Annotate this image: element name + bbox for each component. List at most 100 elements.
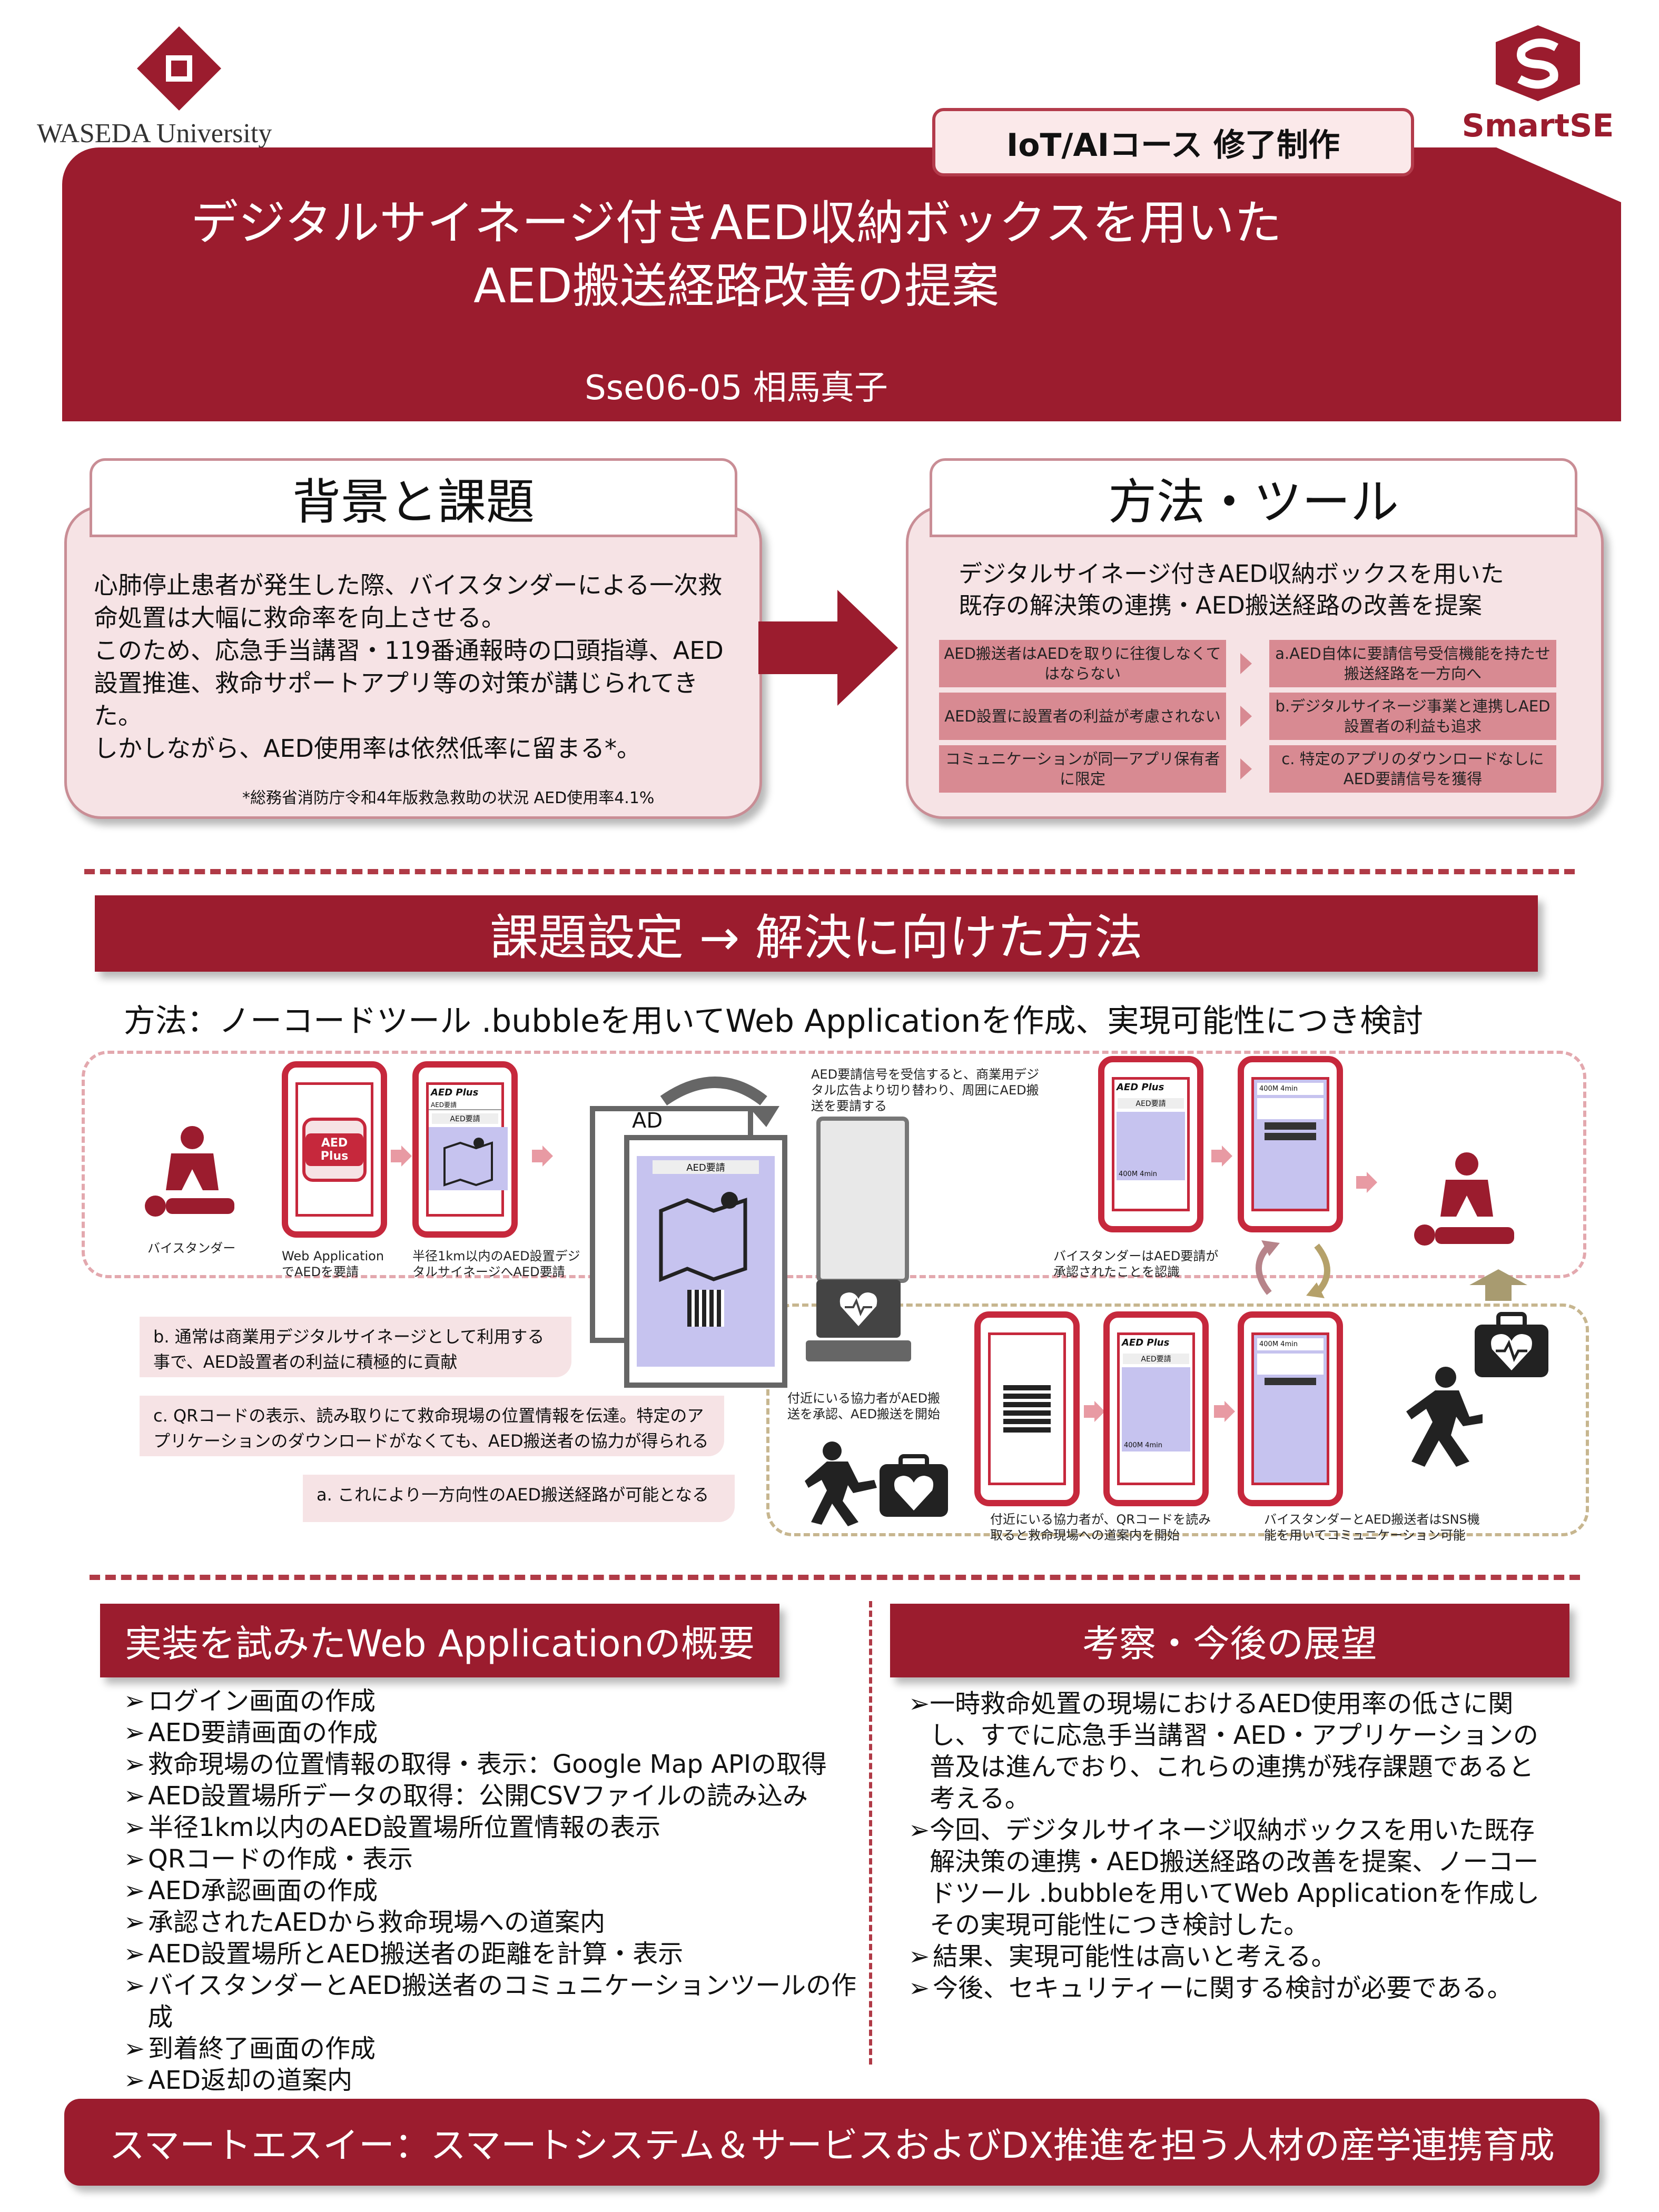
phone-chat-carrier: 400M 4min	[1238, 1311, 1343, 1506]
issue-section-heading: 課題設定 → 解決に向けた方法	[95, 895, 1538, 972]
distance: 400M	[1259, 1340, 1279, 1348]
aed-heart-icon	[840, 1292, 877, 1326]
implementation-item: ➢救命現場の位置情報の取得・表示：Google Map APIの取得	[124, 1749, 872, 1780]
ad-panel-front: AED要請	[624, 1135, 787, 1388]
arrow-bullet-icon: ➢	[124, 1781, 145, 1811]
course-label: IoT/AIコース 修了制作	[932, 108, 1414, 176]
discussion-item-text: 一時救命処置の現場におけるAED使用率の低さに関し、すでに応急手当講習・AED・…	[930, 1689, 1538, 1813]
arrow-bullet-icon: ➢	[124, 1686, 145, 1716]
aed-plus-logo: AED Plus	[302, 1117, 367, 1182]
phone-request-map: AED Plus AED要請 AED要請	[412, 1061, 518, 1238]
small-arrow-icon	[1084, 1401, 1105, 1422]
implementation-item: ➢AED設置場所とAED搬送者の距離を計算・表示	[124, 1938, 872, 1970]
implementation-item-text: 半径1km以内のAED設置場所位置情報の表示	[148, 1813, 661, 1842]
time: 4min	[1145, 1441, 1162, 1449]
section-divider	[84, 869, 1575, 874]
screen-title: AED要請	[432, 1113, 498, 1124]
arrow-bullet-icon: ➢	[908, 1815, 930, 1845]
implementation-item: ➢ログイン画面の作成	[124, 1685, 872, 1717]
map-icon	[659, 1192, 747, 1282]
map-icon	[429, 1127, 508, 1190]
ad-label: AD	[632, 1109, 663, 1133]
discussion-item: ➢今回、デジタルサイネージ収納ボックスを用いた既存解決策の連携・AED搬送経路の…	[908, 1814, 1551, 1941]
note-c: c. QRコードの表示、読み取りにて救命現場の位置情報を伝達。特定のアプリケーシ…	[140, 1396, 724, 1456]
issue-box-1: AED搬送者はAEDを取りに往復しなくてはならない	[939, 640, 1226, 687]
distance-readout: 400M 4min	[1124, 1441, 1162, 1449]
discussion-item: ➢一時救命処置の現場におけるAED使用率の低さに関し、すでに応急手当講習・AED…	[908, 1688, 1551, 1814]
implementation-item-text: AED設置場所データの取得：公開CSVファイルの読み込み	[148, 1781, 808, 1811]
implementation-item: ➢承認されたAEDから救命現場への道案内	[124, 1907, 872, 1938]
implementation-item-text: AED要請画面の作成	[148, 1718, 378, 1747]
arrow-bullet-icon: ➢	[908, 1973, 930, 2003]
implementation-item: ➢バイスタンダーとAED搬送者のコミュニケーションツールの作成	[124, 1970, 872, 2033]
footer-banner: スマートエスイー：スマートシステム＆サービスおよびDX推進を担う人材の産学連携育…	[64, 2099, 1599, 2186]
method-line: 方法：ノーコードツール .bubbleを用いてWeb Applicationを作…	[124, 1003, 1424, 1040]
issue-box-3: コミュニケーションが同一アプリ保有者に限定	[939, 745, 1226, 793]
qr-code-icon	[1003, 1385, 1051, 1433]
distance: 400M	[1124, 1441, 1143, 1449]
solution-box-c: c. 特定のアプリのダウンロードなしにAED要請信号を獲得	[1269, 745, 1556, 793]
distance-readout: 400M 4min	[1257, 1338, 1324, 1350]
smartse-logo-text: SmartSE	[1461, 107, 1614, 144]
small-arrow-icon	[1356, 1172, 1377, 1193]
arrow-bullet-icon: ➢	[124, 1718, 145, 1747]
caption-web-request: Web ApplicationでAEDを要請	[282, 1249, 384, 1279]
implementation-item-text: バイスタンダーとAED搬送者のコミュニケーションツールの作成	[147, 1971, 857, 2032]
caption-acknowledged: バイスタンダーはAED要請が承認されたことを認識	[1053, 1249, 1219, 1279]
caption-signage-request: 半径1km以内のAED設置デジタルサイネージへAED要請	[412, 1249, 580, 1279]
method-heading: 方法・ツール	[930, 458, 1577, 537]
phone-approved-map: AED Plus AED要請 400M 4min	[1098, 1056, 1203, 1232]
implementation-item-text: 到着終了画面の作成	[148, 2034, 376, 2063]
implementation-item-text: QRコードの作成・表示	[148, 1844, 413, 1874]
qr-code-icon	[687, 1290, 724, 1327]
background-text: 心肺停止患者が発生した際、バイスタンダーによる一次救命処置は大幅に救命率を向上さ…	[94, 569, 731, 765]
arrow-bullet-icon: ➢	[124, 1844, 145, 1874]
implementation-item-text: AED設置場所とAED搬送者の距離を計算・表示	[148, 1939, 684, 1969]
implementation-item-text: AED承認画面の作成	[148, 1876, 378, 1905]
time: 4min	[1280, 1340, 1298, 1348]
implementation-item: ➢到着終了画面の作成	[124, 2033, 872, 2065]
arrow-bullet-icon: ➢	[124, 1750, 145, 1779]
arrow-bullet-icon: ➢	[124, 1813, 145, 1842]
right-arrow-icon	[758, 590, 898, 706]
waseda-logo: WASEDA University	[32, 21, 305, 149]
implementation-item: ➢AED返却の道案内	[124, 2065, 872, 2096]
time: 4min	[1140, 1170, 1157, 1178]
smartse-emblem-icon	[1496, 25, 1580, 101]
section-divider	[90, 1575, 1580, 1580]
waseda-emblem-icon	[137, 26, 221, 111]
waseda-logo-text: WASEDA University	[37, 118, 272, 149]
solution-box-a: a.AED自体に要請信号受信機能を持たせ搬送経路を一方向へ	[1269, 640, 1556, 687]
screen-tab-label: AED要請	[429, 1100, 501, 1110]
author: Sse06-05 相馬真子	[585, 369, 888, 408]
header-banner	[62, 147, 1621, 421]
method-intro-line-2: 既存の解決策の連携・AED搬送経路の改善を提案	[959, 591, 1482, 619]
implementation-item: ➢半径1km以内のAED設置場所位置情報の表示	[124, 1812, 872, 1843]
implementation-item: ➢QRコードの作成・表示	[124, 1843, 872, 1875]
method-intro: デジタルサイネージ付きAED収納ボックスを用いた 既存の解決策の連携・AED搬送…	[959, 558, 1504, 621]
discussion-heading: 考察・今後の展望	[890, 1604, 1569, 1677]
background-paragraph-1: 心肺停止患者が発生した際、バイスタンダーによる一次救命処置は大幅に救命率を向上さ…	[94, 571, 723, 632]
background-footnote: *総務省消防庁令和4年版救急救助の状況 AED使用率4.1%	[242, 789, 655, 807]
background-heading: 背景と課題	[90, 458, 737, 537]
running-person-icon	[1406, 1367, 1483, 1467]
runner-with-aed-icon	[805, 1441, 948, 1526]
background-paragraph-3: しかしながら、AED使用率は依然低率に留まる*。	[94, 734, 641, 763]
caption-helper-accept: 付近にいる協力者がAED搬送を承認、AED搬送を開始	[787, 1391, 941, 1421]
small-arrow-icon	[532, 1146, 553, 1167]
app-name: AED Plus	[431, 1087, 479, 1098]
distance: 400M	[1259, 1085, 1279, 1093]
arrow-bullet-icon: ➢	[124, 2034, 145, 2063]
arrow-bullet-icon: ➢	[124, 1876, 145, 1905]
column-divider	[869, 1601, 872, 2065]
discussion-list: ➢一時救命処置の現場におけるAED使用率の低さに関し、すでに応急手当講習・AED…	[908, 1688, 1551, 2004]
arrow-bullet-icon: ➢	[124, 1908, 145, 1937]
arrow-bullet-icon: ➢	[908, 1942, 930, 1971]
implementation-item: ➢AED設置場所データの取得：公開CSVファイルの読み込み	[124, 1780, 872, 1812]
arrow-bullet-icon: ➢	[124, 1939, 145, 1969]
implementation-heading: 実装を試みたWeb Applicationの概要	[100, 1604, 779, 1677]
discussion-item-text: 今回、デジタルサイネージ収納ボックスを用いた既存解決策の連携・AED搬送経路の改…	[930, 1815, 1540, 1940]
chevron-right-icon	[1240, 653, 1252, 674]
phone-route-map: AED Plus AED要請 400M 4min	[1103, 1311, 1209, 1506]
cpr-patient-icon	[1414, 1152, 1514, 1246]
